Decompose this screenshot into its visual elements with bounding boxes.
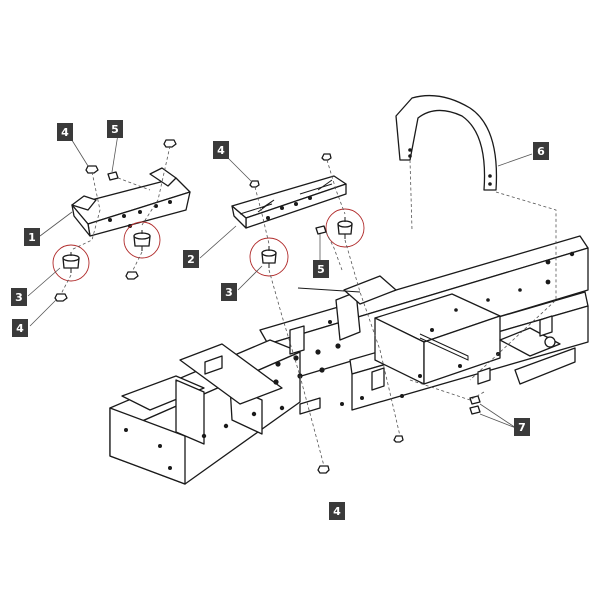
callout-4-bottom: 4: [329, 502, 345, 520]
callout-6: 6: [533, 142, 549, 160]
callout-5-left: 5: [107, 120, 123, 138]
callout-3-middle: 3: [221, 283, 237, 301]
callout-1-label: 1: [28, 231, 36, 244]
chassis-frame: [109, 235, 589, 485]
rubber-mounts-part-3: [52, 208, 365, 282]
callout-5-middle: 5: [313, 260, 329, 278]
callout-4-bottom-left: 4: [12, 319, 28, 337]
callout-7: 7: [514, 418, 530, 436]
callout-4-bottom-left-label: 4: [16, 322, 24, 335]
frame-holes: [124, 251, 575, 470]
callout-4-top-left: 4: [57, 123, 73, 141]
callout-6-label: 6: [537, 145, 545, 158]
callout-2-label: 2: [187, 253, 195, 266]
callout-3-left: 3: [11, 288, 27, 306]
hardware-fasteners: [54, 139, 481, 474]
callout-1: 1: [24, 228, 40, 246]
hoop-part-6: [395, 94, 498, 191]
callout-7-label: 7: [518, 421, 526, 434]
callout-4-top-middle-label: 4: [217, 144, 225, 157]
leader-lines: [27, 133, 533, 429]
callout-4-top-left-label: 4: [61, 126, 69, 139]
callout-4-top-middle: 4: [213, 141, 229, 159]
callout-4-bottom-label: 4: [333, 505, 341, 518]
callout-5-middle-label: 5: [317, 263, 325, 276]
callout-2: 2: [183, 250, 199, 268]
bracket-part-2: [231, 175, 347, 229]
callout-3-left-label: 3: [15, 291, 23, 304]
callout-5-left-label: 5: [111, 123, 119, 136]
callout-3-middle-label: 3: [225, 286, 233, 299]
alignment-lines: [60, 145, 557, 467]
